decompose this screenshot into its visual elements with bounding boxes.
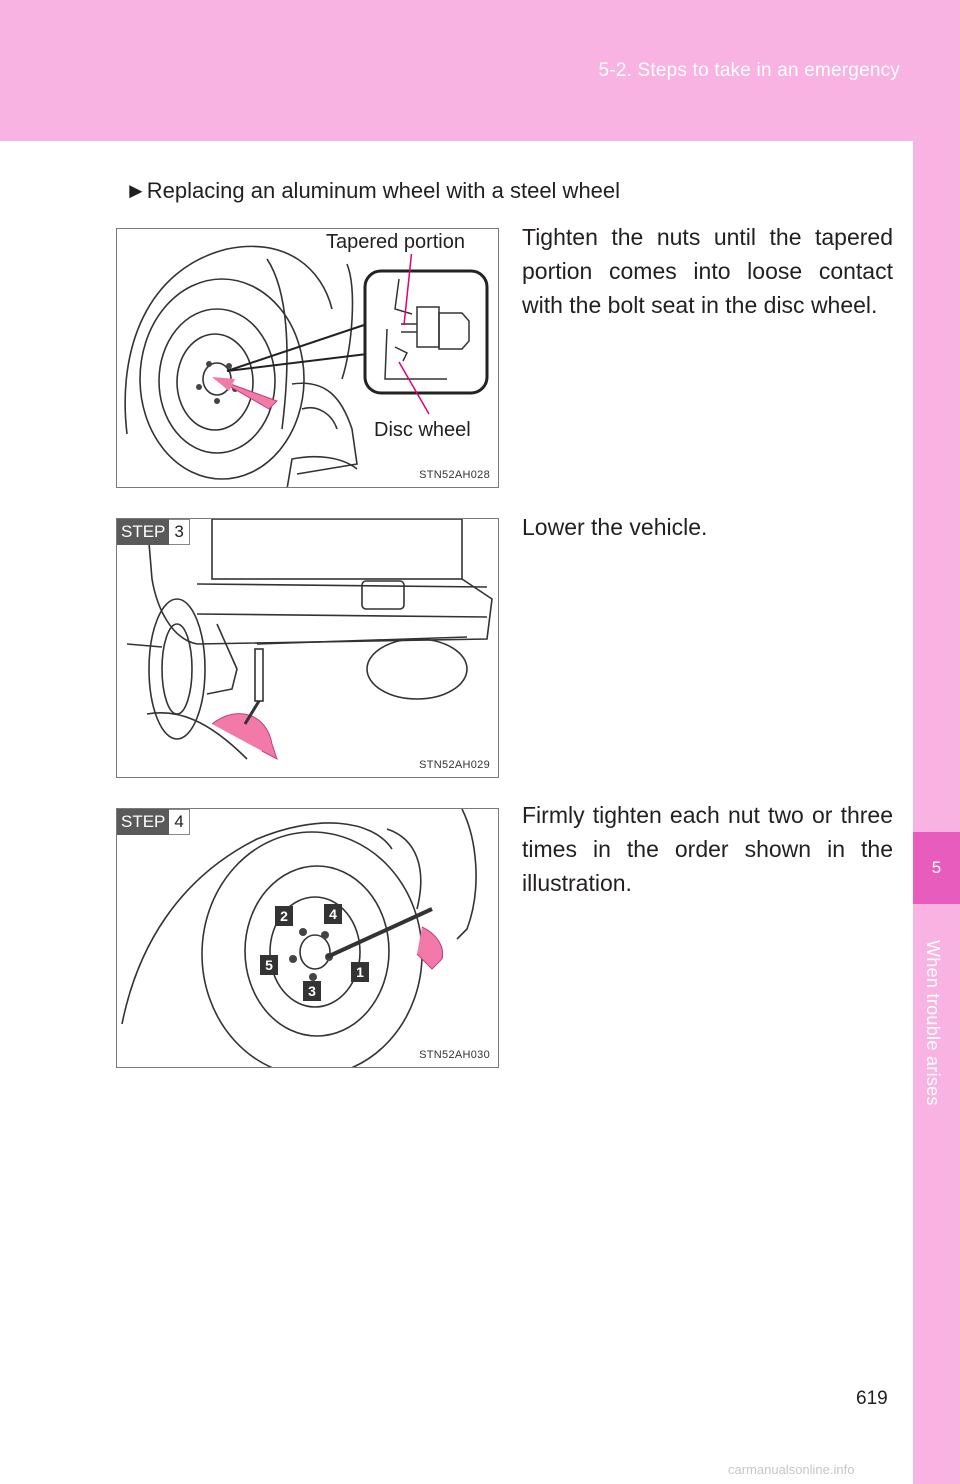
instruction-lower-vehicle: Lower the vehicle. bbox=[522, 514, 708, 540]
step-label: STEP bbox=[117, 809, 170, 835]
wheel-closeup-illustration bbox=[124, 245, 489, 487]
step-number: 3 bbox=[169, 519, 190, 545]
figure-step-3: STEP 3 STN52AH029 bbox=[116, 518, 499, 778]
step-4-badge: STEP 4 bbox=[117, 809, 190, 835]
step-3-badge: STEP 3 bbox=[117, 519, 190, 545]
instruction-tighten-tapered: Tighten the nuts until the tapered porti… bbox=[522, 224, 893, 318]
figure-code: STN52AH028 bbox=[419, 469, 490, 481]
step-number: 4 bbox=[169, 809, 190, 835]
instruction-tighten-nuts: Firmly tighten each nut two or three tim… bbox=[522, 802, 893, 896]
page-header: 5-2. Steps to take in an emergency bbox=[0, 0, 960, 141]
nut-order-label-5: 5 bbox=[260, 955, 278, 975]
chapter-sidebar bbox=[913, 141, 960, 1484]
section-heading-text: Replacing an aluminum wheel with a steel… bbox=[146, 178, 621, 203]
header-section-title: 5-2. Steps to take in an emergency bbox=[598, 60, 900, 81]
figure-step-4: STEP 4 1 2 3 4 5 STN52AH030 bbox=[116, 808, 499, 1068]
disc-wheel-callout: Disc wheel bbox=[374, 419, 471, 442]
section-marker-icon: ► bbox=[125, 178, 147, 203]
nut-order-label-4: 4 bbox=[324, 904, 342, 924]
step-label: STEP bbox=[117, 519, 170, 545]
figure-tapered-portion: Tapered portion Disc wheel STN52AH028 bbox=[116, 228, 499, 488]
lower-vehicle-illustration bbox=[126, 519, 493, 761]
figure-code: STN52AH030 bbox=[419, 1049, 490, 1061]
nut-order-label-3: 3 bbox=[303, 981, 321, 1001]
tapered-portion-callout: Tapered portion bbox=[326, 231, 465, 254]
watermark: carmanualsonline.info bbox=[728, 1462, 855, 1477]
page-number: 619 bbox=[856, 1388, 888, 1409]
chapter-title: When trouble arises bbox=[923, 940, 943, 1106]
nut-tightening-order-illustration bbox=[121, 809, 477, 1067]
nut-order-label-2: 2 bbox=[275, 906, 293, 926]
figure-code: STN52AH029 bbox=[419, 759, 490, 771]
chapter-number-box bbox=[913, 832, 960, 904]
chapter-number: 5 bbox=[931, 858, 942, 877]
section-heading: ►Replacing an aluminum wheel with a stee… bbox=[125, 178, 620, 204]
nut-order-label-1: 1 bbox=[351, 962, 369, 982]
